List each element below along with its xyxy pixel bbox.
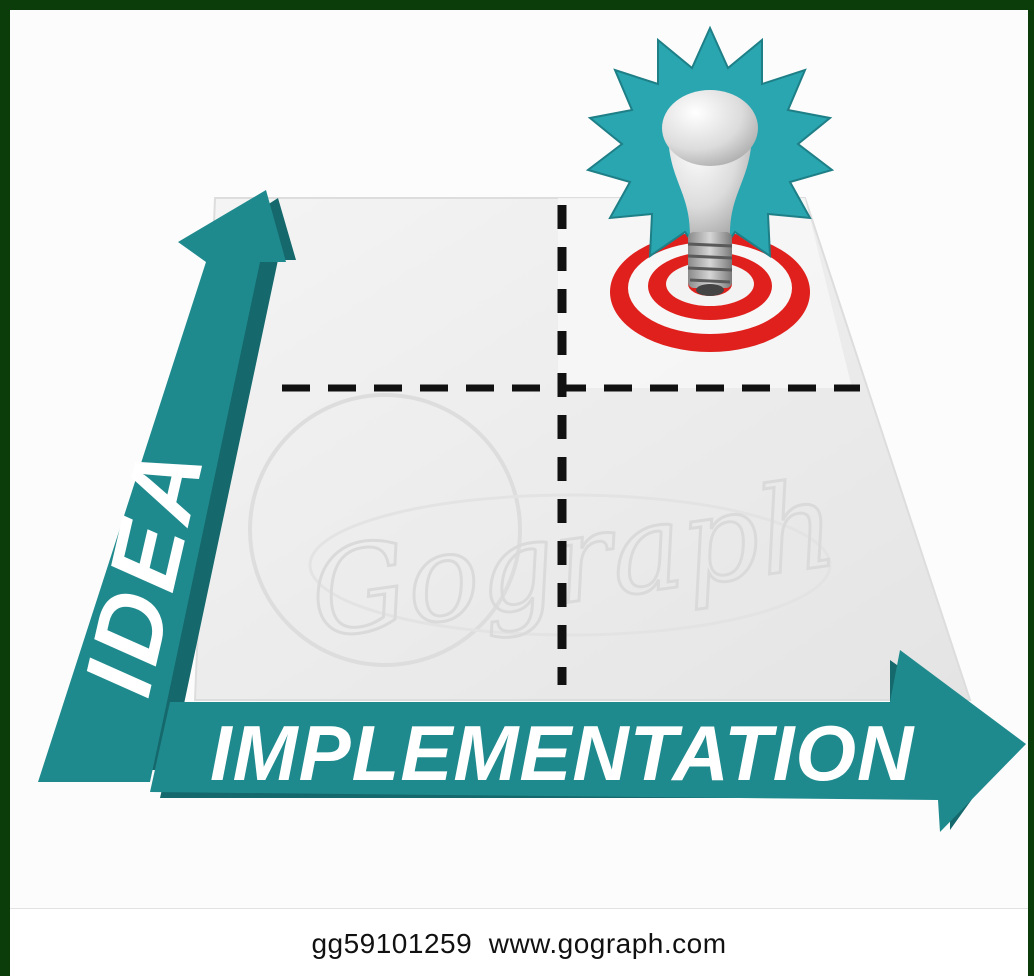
implementation-axis-label: IMPLEMENTATION [210,709,915,797]
illustration-panel: Gograph IDEA IMPLEMENTATION [10,10,1028,976]
footer-strip [10,908,1028,976]
matrix-illustration: Gograph IDEA IMPLEMENTATION [38,25,1026,832]
stock-credit: gg59101259 www.gograph.com [311,928,727,959]
implementation-arrow-body [150,650,1026,832]
lightbulb-on-target [585,25,835,352]
lightbulb-icon [662,90,758,296]
idea-arrow-body [38,190,286,782]
implementation-arrow: IMPLEMENTATION [150,650,1026,832]
